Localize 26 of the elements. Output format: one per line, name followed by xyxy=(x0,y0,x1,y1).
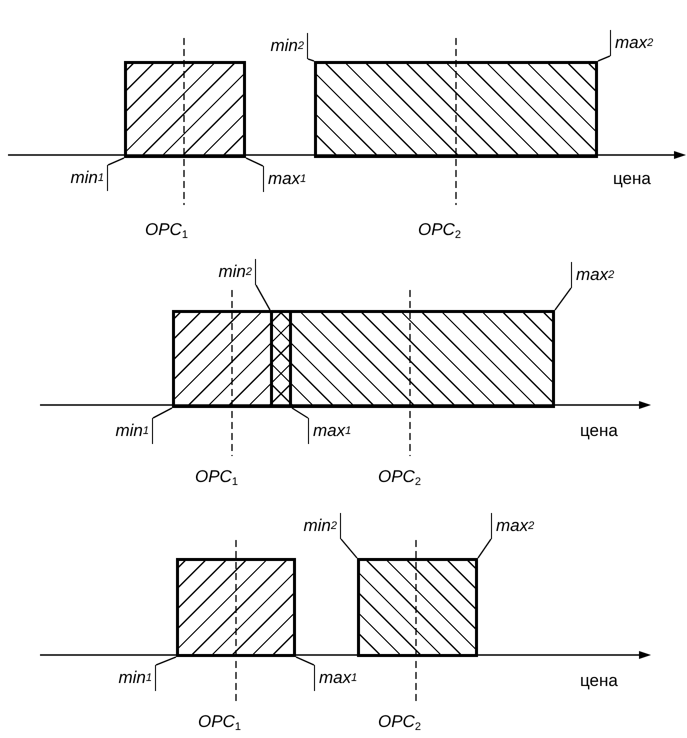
marker-label: OPC$_{2}$ xyxy=(418,220,461,240)
leader-line xyxy=(292,407,308,419)
marker-label: OPC$_{2}$ xyxy=(378,712,421,732)
leader-line xyxy=(598,55,610,62)
hatched-range-box xyxy=(357,558,478,657)
hatched-range-box xyxy=(270,310,555,408)
hatched-range-box xyxy=(176,558,296,657)
leader-line xyxy=(296,656,314,666)
hatched-range-box xyxy=(314,61,598,158)
marker-label: OPC$_{1}$ xyxy=(145,220,188,240)
leader-line xyxy=(152,407,172,419)
hatched-range-box xyxy=(124,61,246,158)
marker-label: OPC$_{1}$ xyxy=(198,712,241,732)
leader-line xyxy=(554,288,572,310)
leader-line xyxy=(108,157,124,166)
leader-line xyxy=(156,656,176,666)
leader-line xyxy=(477,538,492,558)
axis-label: цена xyxy=(613,169,651,189)
leader-line xyxy=(246,157,264,167)
marker-label: OPC$_{1}$ xyxy=(195,467,238,487)
leader-line xyxy=(340,538,358,558)
axis-label: цена xyxy=(580,671,618,691)
marker-label: OPC$_{2}$ xyxy=(378,467,421,487)
axis-label: цена xyxy=(580,421,618,441)
leader-line xyxy=(255,284,271,310)
leader-line xyxy=(308,58,314,62)
